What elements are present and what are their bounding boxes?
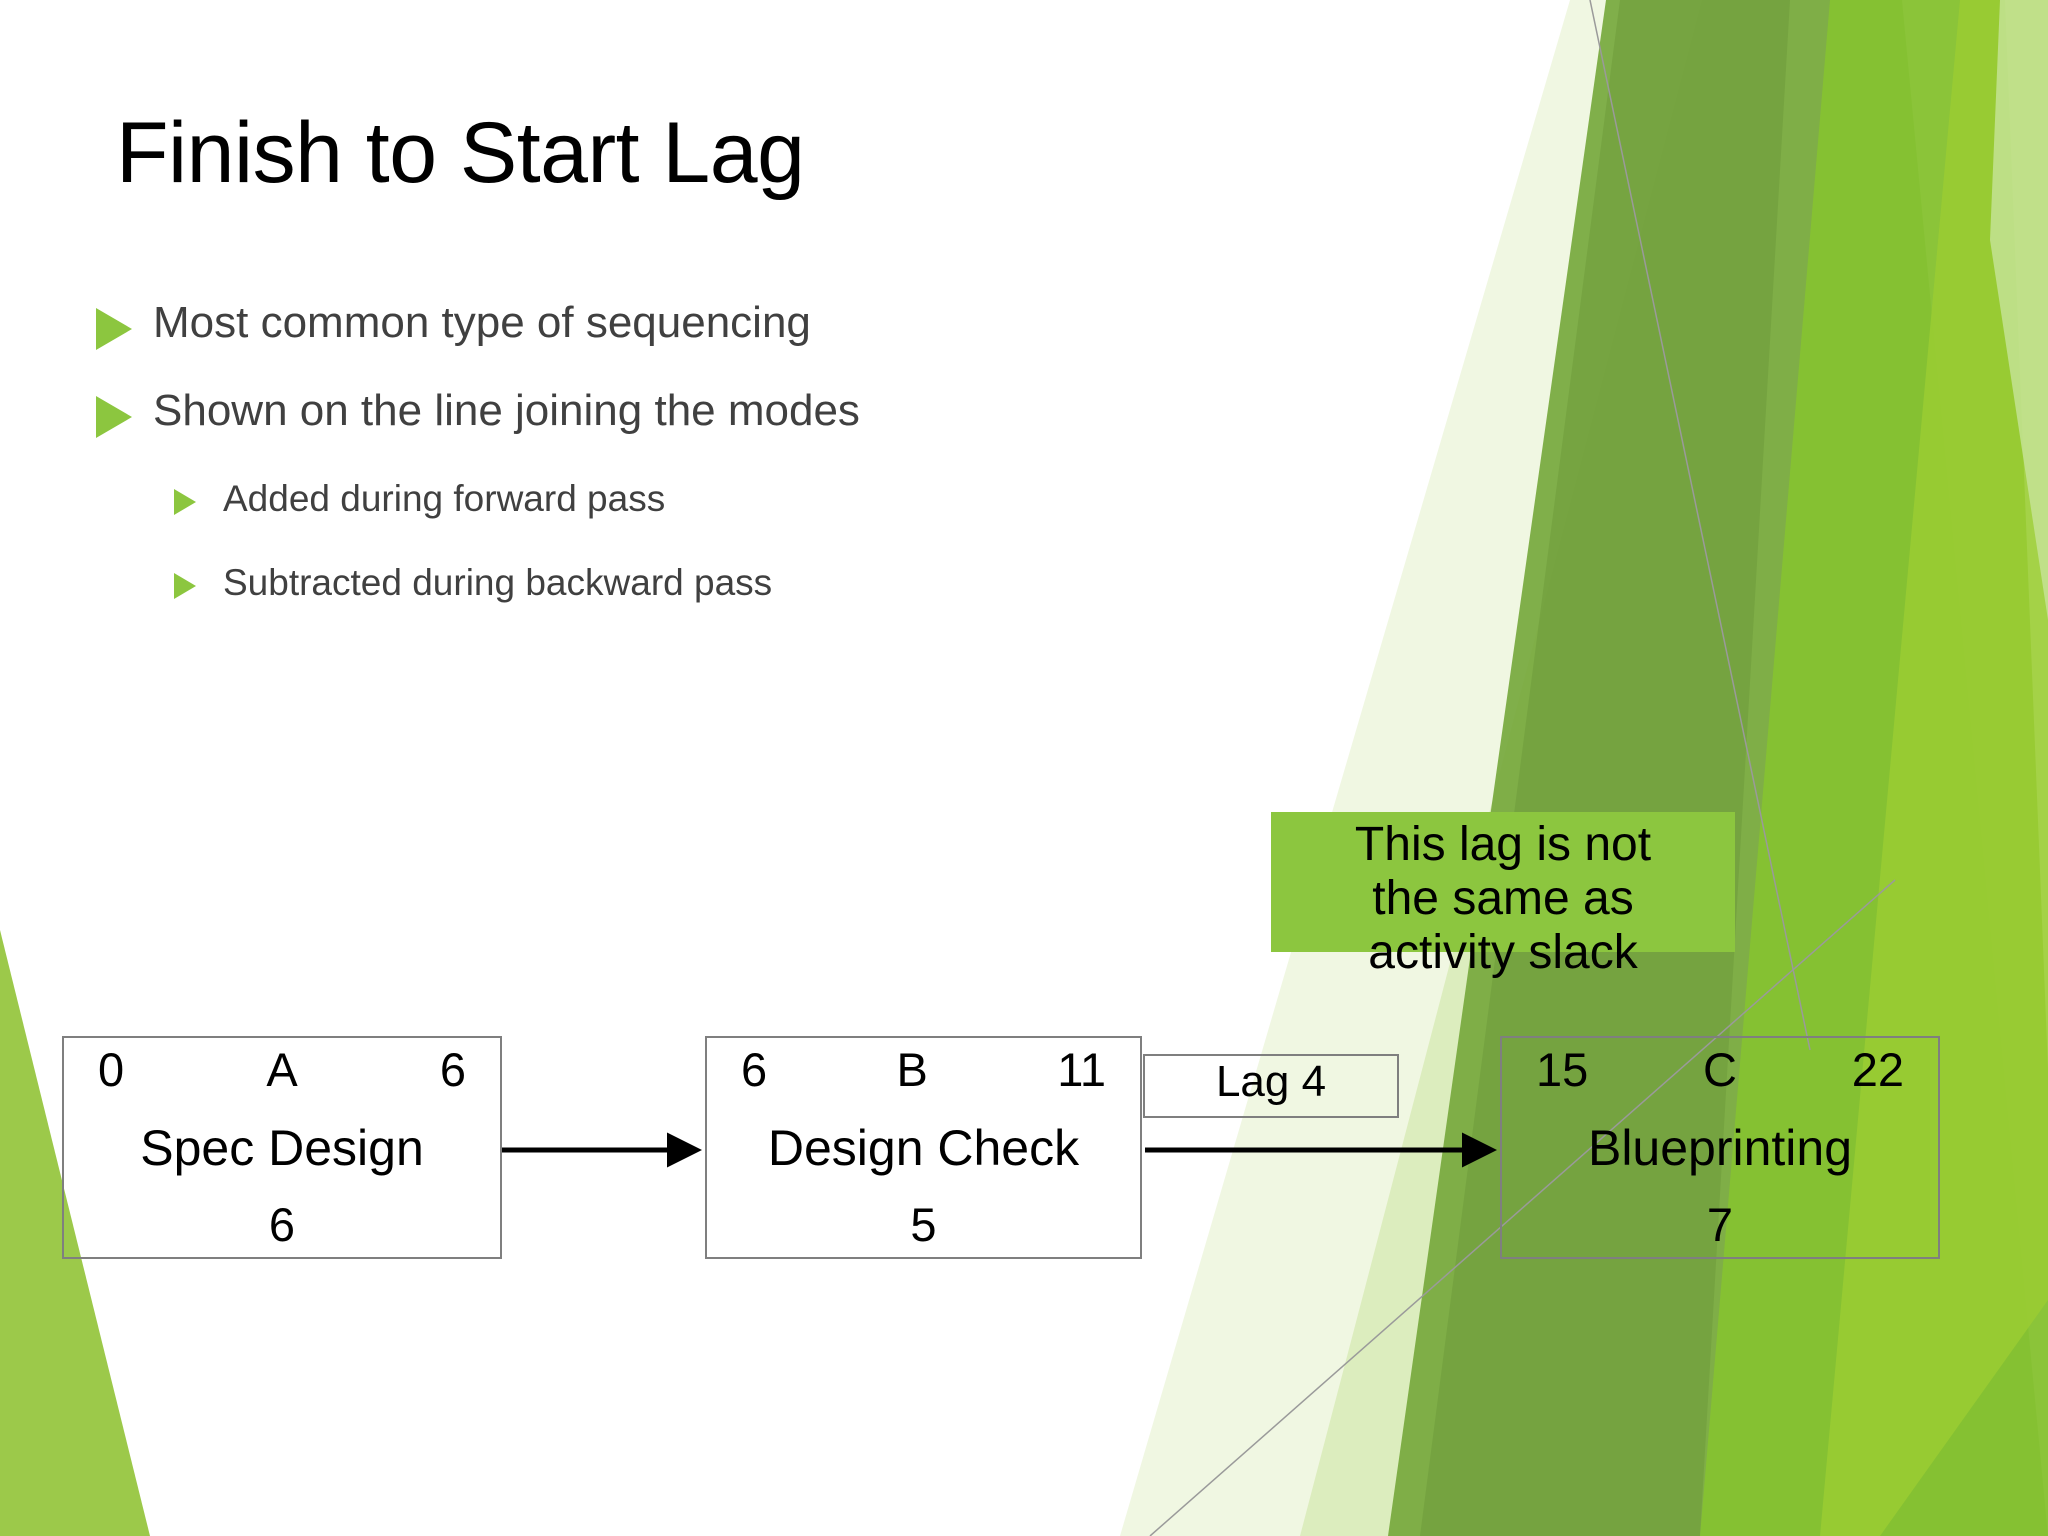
lag-label: Lag 4 <box>1215 1057 1327 1106</box>
bg-shape-yellowgreen-right <box>1820 0 2048 1536</box>
page-title: Finish to Start Lag <box>116 105 805 201</box>
green-triangle-bullet-small-icon <box>174 573 196 599</box>
bg-shape-green-mid <box>1388 0 2048 1536</box>
bullet-item-4: Subtracted during backward pass <box>174 562 773 603</box>
activity-node-c-name: Blueprinting <box>1587 1120 1853 1176</box>
callout-line-2: the same as <box>1372 871 1634 925</box>
green-triangle-bullet-small-icon <box>174 489 196 515</box>
bullet-item-1-label: Most common type of sequencing <box>153 298 811 347</box>
activity-node-b: 6 B 11 Design Check 5 <box>705 1036 1142 1259</box>
bg-shape-lime-stripe <box>1700 0 2048 1536</box>
bullet-item-3: Added during forward pass <box>174 478 666 519</box>
callout-highlight-block <box>1271 812 1735 952</box>
bullet-item-2-label: Shown on the line joining the modes <box>153 386 860 435</box>
activity-node-b-id: B <box>896 1043 928 1096</box>
bullet-item-1: Most common type of sequencing <box>96 298 811 350</box>
activity-node-a-name: Spec Design <box>140 1120 424 1176</box>
bullet-item-4-label: Subtracted during backward pass <box>223 562 773 603</box>
bullet-item-2: Shown on the line joining the modes <box>96 386 860 438</box>
activity-node-b-duration: 5 <box>910 1198 937 1251</box>
callout-text: This lag is not the same as activity sla… <box>1271 818 1735 979</box>
green-triangle-bullet-icon <box>96 308 132 350</box>
activity-node-a-early-finish: 6 <box>439 1043 466 1096</box>
bg-shape-lime-wide <box>1300 0 2048 1536</box>
activity-node-c-early-start: 15 <box>1536 1043 1589 1096</box>
activity-node-c-id: C <box>1703 1043 1737 1096</box>
activity-node-a: 0 A 6 Spec Design 6 <box>62 1036 502 1259</box>
activity-node-b-early-finish: 11 <box>1057 1043 1106 1096</box>
bg-shape-pale-right <box>1120 0 2048 1536</box>
activity-node-b-name: Design Check <box>767 1120 1080 1176</box>
activity-node-b-early-start: 6 <box>741 1043 768 1096</box>
activity-node-a-early-start: 0 <box>98 1043 125 1096</box>
callout-line-1: This lag is not <box>1354 818 1652 871</box>
lag-box <box>1143 1054 1399 1118</box>
activity-node-a-id: A <box>266 1043 298 1096</box>
activity-node-c-header: 15 C 22 <box>1502 1046 1938 1093</box>
green-triangle-bullet-icon <box>96 396 132 438</box>
bg-shape-light-sliver <box>1990 0 2048 620</box>
activity-node-c-early-finish: 22 <box>1851 1043 1904 1096</box>
activity-node-a-header: 0 A 6 <box>64 1046 500 1093</box>
activity-node-c-duration: 7 <box>1706 1198 1734 1251</box>
activity-node-c: 15 C 22 Blueprinting 7 <box>1500 1036 1940 1259</box>
activity-node-b-header: 6 B 11 <box>707 1046 1140 1093</box>
bg-shape-olive-dark <box>1420 0 1790 1536</box>
bullet-item-3-label: Added during forward pass <box>223 478 666 519</box>
activity-node-a-duration: 6 <box>268 1198 296 1251</box>
callout-line-3: activity slack <box>1368 925 1638 979</box>
